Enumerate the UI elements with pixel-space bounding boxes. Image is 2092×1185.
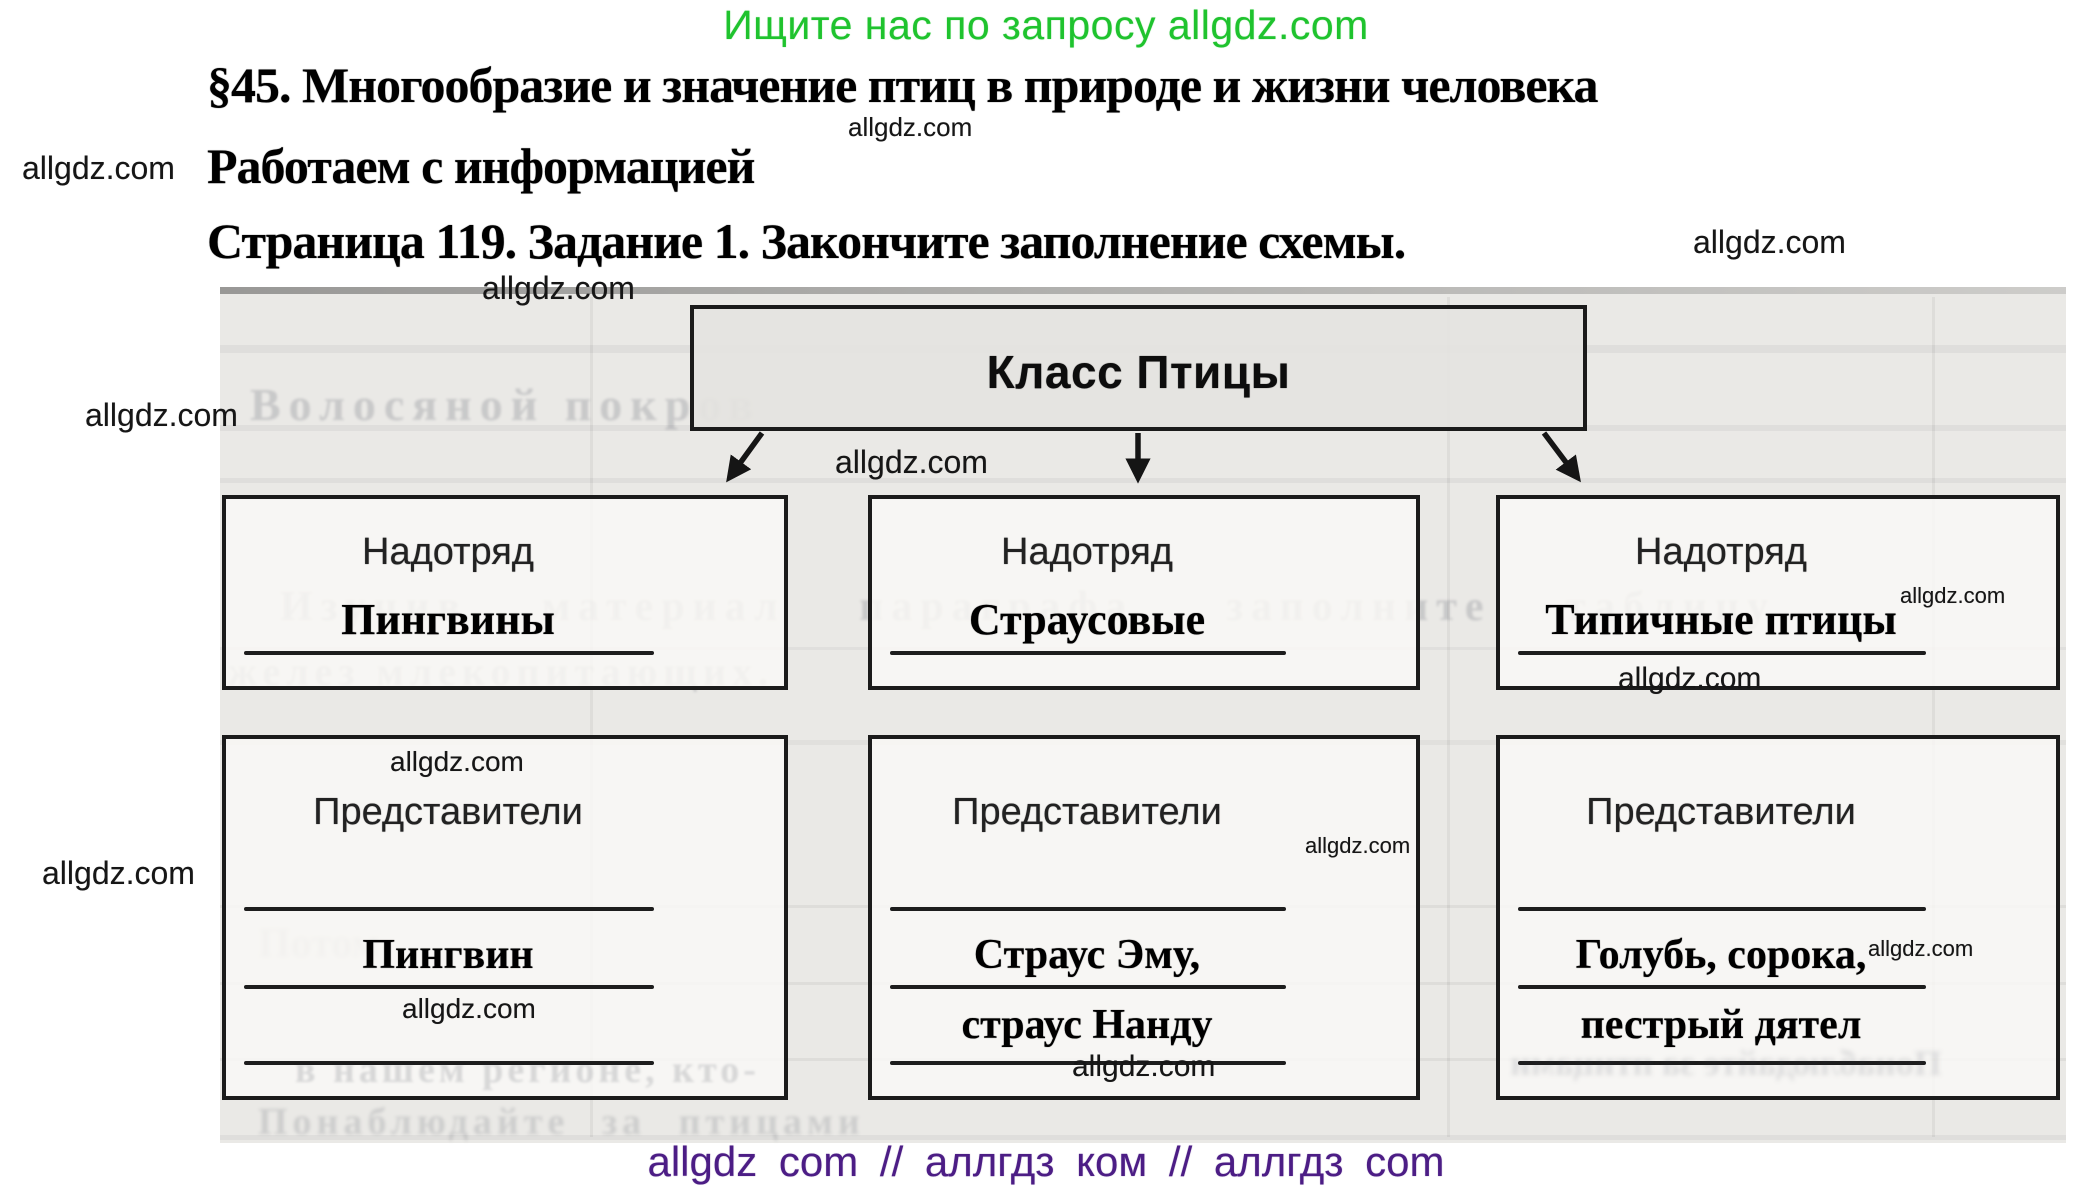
page-title: §45. Многообразие и значение птиц в прир… bbox=[207, 57, 1599, 113]
representatives-box-ostriches: Представители Страус Эму, страус Нанду bbox=[868, 735, 1420, 1100]
representatives-box-penguins: Представители Пингвин bbox=[222, 735, 788, 1100]
watermark: allgdz.com bbox=[1305, 833, 1411, 858]
subtitle-work-with-info: Работаем с информацией bbox=[207, 138, 755, 194]
answer-line bbox=[1518, 1061, 1926, 1065]
watermark: allgdz.com bbox=[1618, 662, 1762, 695]
answer-line bbox=[1518, 651, 1926, 655]
watermark: allgdz.com bbox=[848, 112, 973, 142]
watermark: allgdz.com bbox=[22, 150, 175, 186]
promo-header: Ищите нас по запросу allgdz.com bbox=[723, 2, 1369, 48]
watermark: allgdz.com bbox=[1072, 1050, 1216, 1083]
superorder-answer: Пингвины bbox=[341, 595, 555, 644]
answer-line bbox=[890, 907, 1286, 911]
ghost-text: Волосяной покров bbox=[250, 379, 761, 430]
scan-grid-line bbox=[1447, 297, 1450, 1137]
answer-line bbox=[890, 985, 1286, 989]
scan-streak bbox=[220, 1135, 2066, 1140]
superorder-answer: Страусовые bbox=[968, 595, 1206, 644]
answer-line bbox=[244, 985, 654, 989]
representatives-answer: страус Нанду bbox=[961, 1002, 1213, 1048]
answer-line bbox=[244, 907, 654, 911]
watermark: allgdz.com bbox=[390, 746, 524, 777]
superorder-label: Надотряд bbox=[362, 531, 534, 573]
ghost-text: Понаблюдайте за птицами bbox=[1510, 1043, 1942, 1083]
representatives-label: Представители bbox=[1586, 791, 1856, 833]
watermark: allgdz.com bbox=[402, 993, 536, 1024]
scan-top-edge bbox=[220, 287, 2066, 294]
ghost-text: в нашем регионе, кто- bbox=[295, 1049, 760, 1091]
representatives-label: Представители bbox=[313, 791, 583, 833]
ghost-text: Понаблюдайте за птицами bbox=[258, 1101, 865, 1143]
superorder-box-ostriches: Надотряд Страусовые bbox=[868, 495, 1420, 690]
answer-line bbox=[1518, 985, 1926, 989]
superorder-label: Надотряд bbox=[1001, 531, 1173, 573]
representatives-answer: Голубь, сорока, bbox=[1575, 932, 1867, 978]
watermark: allgdz.com bbox=[1693, 224, 1846, 260]
scan-grid-line bbox=[1932, 297, 1935, 1137]
class-birds-box: Класс Птицы bbox=[690, 305, 1587, 431]
representatives-box-typical-birds: Представители Голубь, сорока, пестрый дя… bbox=[1496, 735, 2060, 1100]
superorder-answer: Типичные птицы bbox=[1545, 595, 1897, 644]
superorder-label: Надотряд bbox=[1635, 531, 1807, 573]
answer-line bbox=[890, 651, 1286, 655]
watermark: allgdz.com bbox=[85, 397, 238, 433]
task-heading: Страница 119. Задание 1. Закончите запол… bbox=[207, 213, 1406, 269]
watermark: allgdz.com bbox=[835, 444, 988, 480]
superorder-box-penguins: Надотряд Пингвины bbox=[222, 495, 788, 690]
answer-line bbox=[244, 651, 654, 655]
watermark: allgdz.com bbox=[1868, 936, 1974, 961]
scan-grid-line bbox=[590, 297, 593, 1137]
watermark: allgdz.com bbox=[1900, 583, 2006, 608]
answer-line bbox=[890, 1061, 1286, 1065]
representatives-label: Представители bbox=[952, 791, 1222, 833]
answer-line bbox=[1518, 907, 1926, 911]
watermark: allgdz.com bbox=[482, 270, 635, 306]
footer-site-names: allgdz com // аллгдз ком // аллгдз com bbox=[647, 1138, 1445, 1185]
watermark: allgdz.com bbox=[42, 855, 195, 891]
representatives-answer: пестрый дятел bbox=[1580, 1002, 1862, 1048]
answer-line bbox=[244, 1061, 654, 1065]
class-birds-label: Класс Птицы bbox=[986, 346, 1291, 398]
arrow-down-left-icon bbox=[726, 431, 765, 483]
superorder-box-typical-birds: Надотряд Типичные птицы bbox=[1496, 495, 2060, 690]
representatives-answer: Пингвин bbox=[362, 932, 534, 978]
arrow-down-right-icon bbox=[1541, 431, 1581, 483]
branch-arrows bbox=[726, 431, 1581, 484]
representatives-answer: Страус Эму, bbox=[973, 932, 1201, 978]
